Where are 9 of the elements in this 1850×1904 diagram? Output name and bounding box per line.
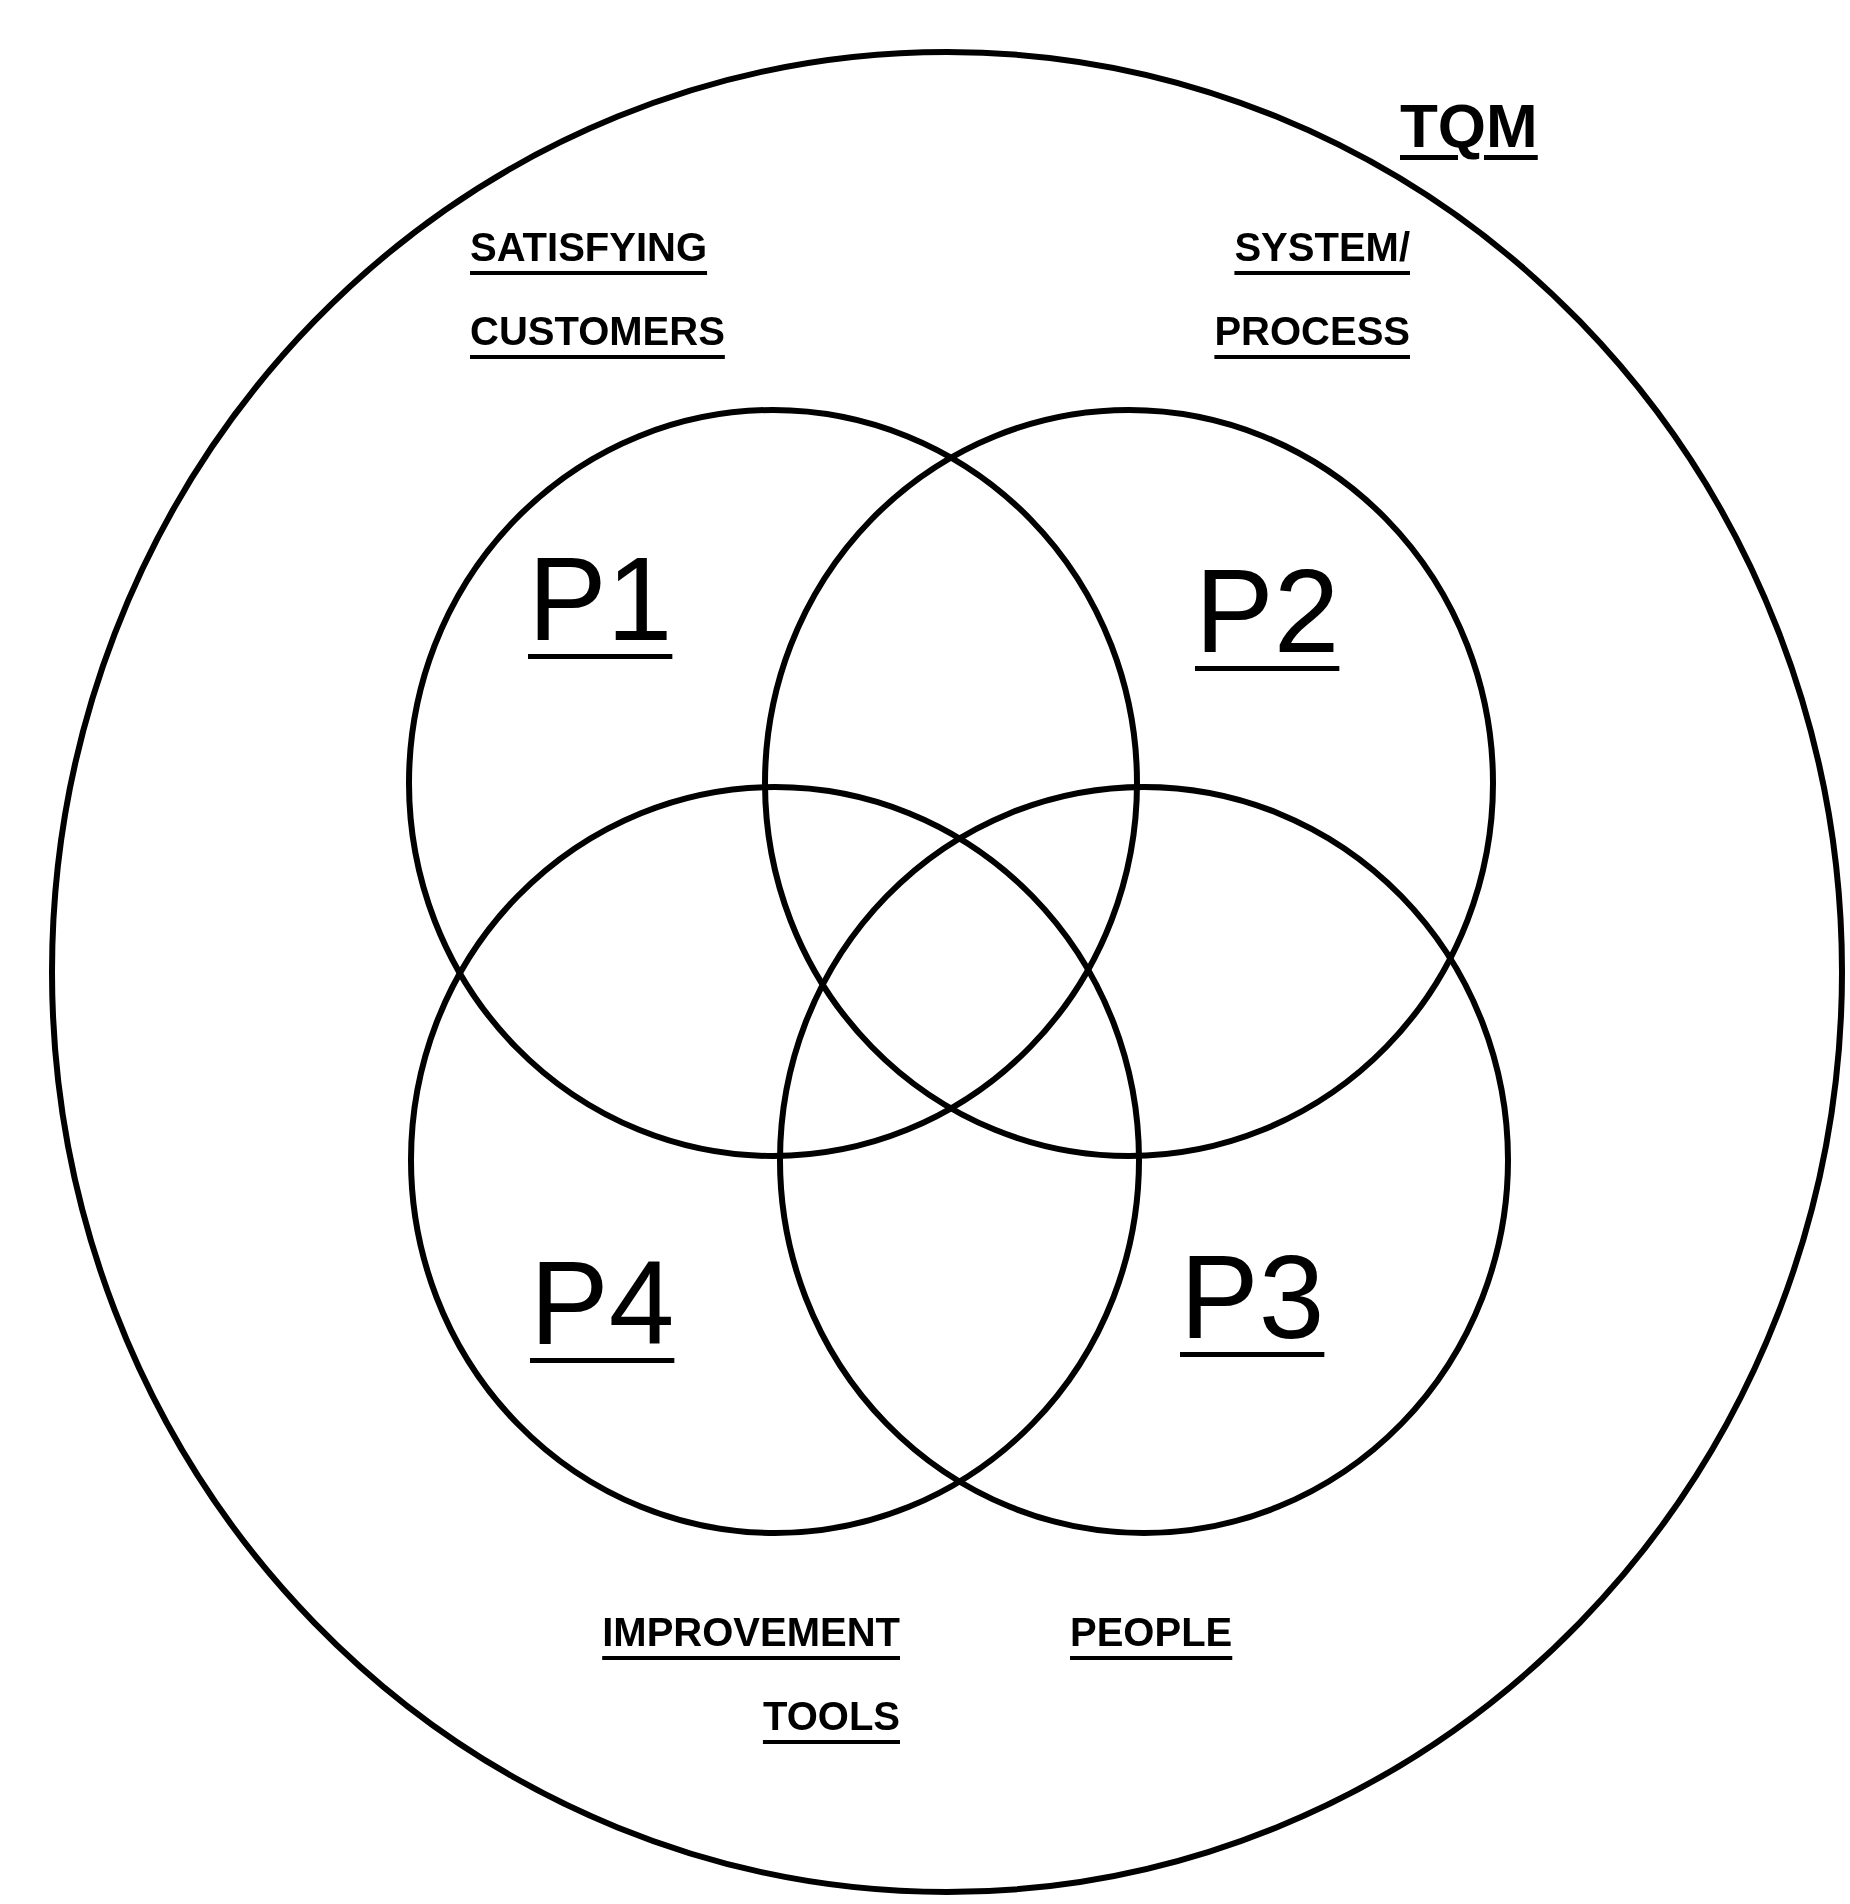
circle-label: P3 <box>1180 1238 1326 1356</box>
category-label: IMPROVEMENT TOOLS <box>601 1609 900 1740</box>
category-label: PEOPLE <box>1070 1609 1234 1656</box>
circle-label: P1 <box>528 540 674 658</box>
circle-label: P4 <box>530 1244 676 1362</box>
category-label: SATISFYING CUSTOMERS <box>470 224 726 355</box>
diagram-heading: TQM <box>1400 90 1539 161</box>
category-label: SYSTEM/ PROCESS <box>1213 224 1410 355</box>
circle-label: P2 <box>1195 552 1341 670</box>
